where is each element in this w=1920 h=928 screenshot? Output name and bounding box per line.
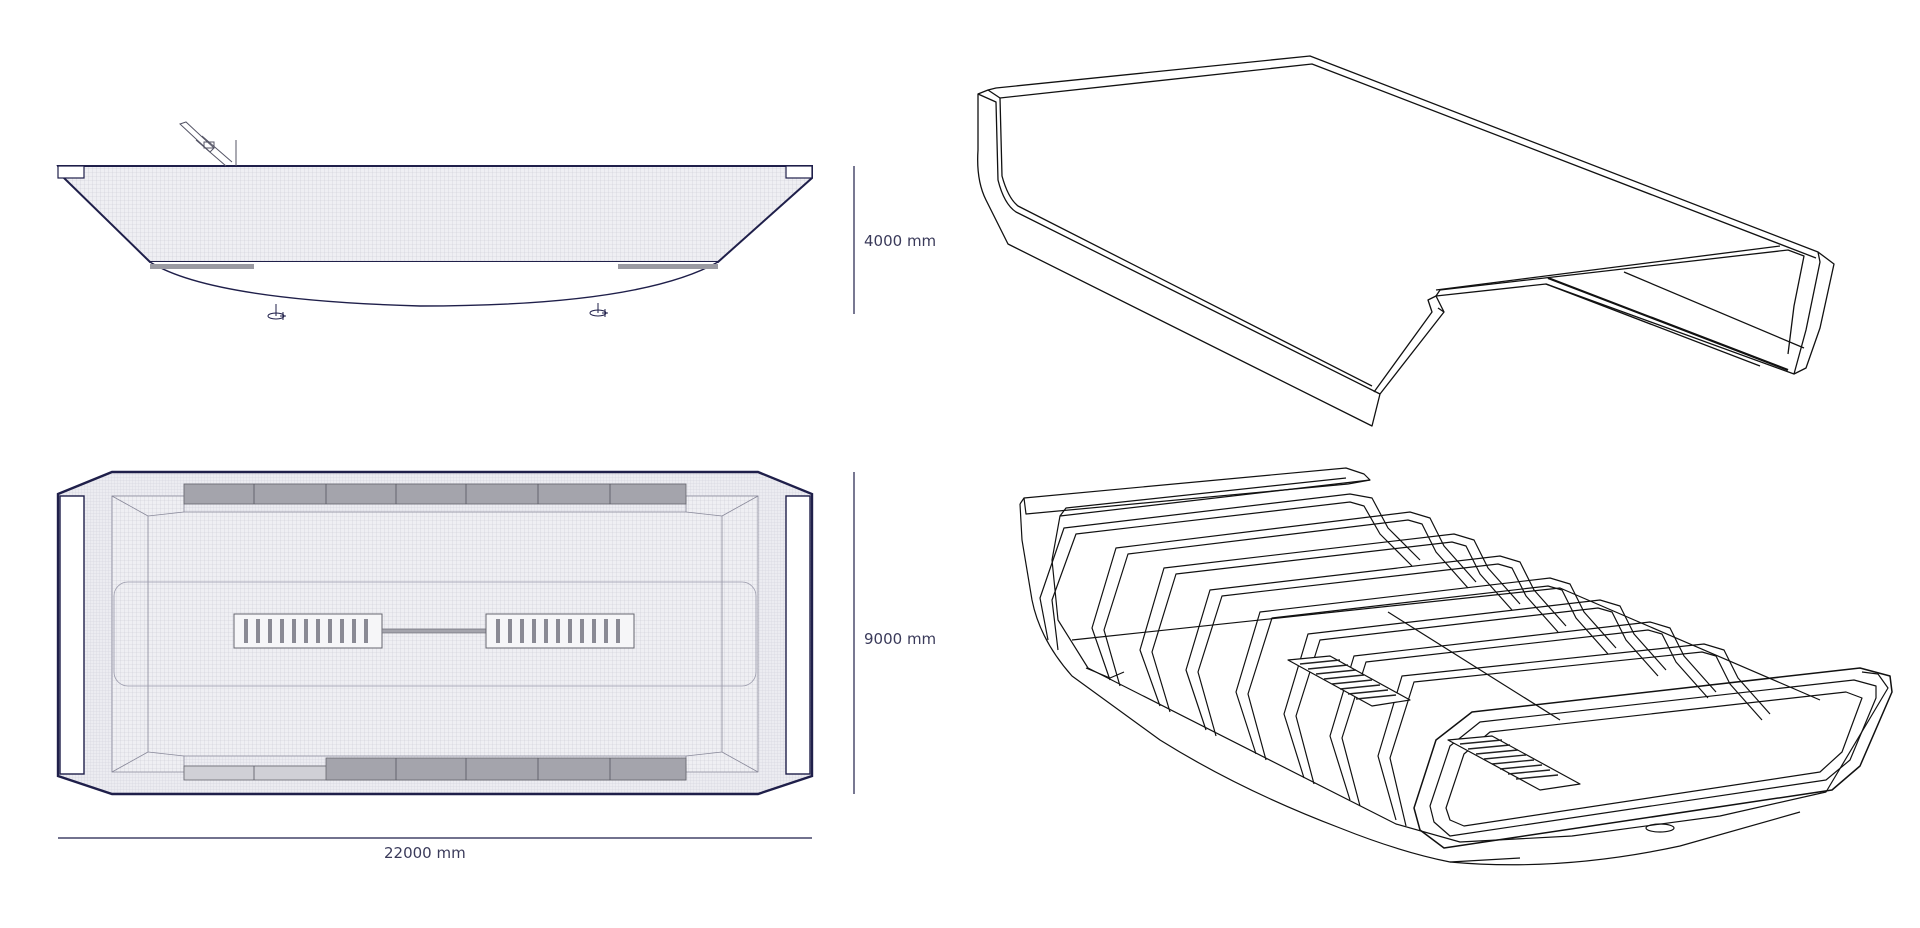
plan-end-bay-right (785, 495, 811, 775)
plan-vent-right (485, 613, 635, 649)
plan-end-bay-left (59, 495, 85, 775)
plan-top-panels (183, 483, 687, 505)
iso-frame (1019, 467, 1893, 866)
iso-frame-ribs (1039, 493, 1771, 827)
plan-bottom-panels (183, 757, 687, 781)
plan-inner-deck (111, 495, 759, 773)
height-dimension-label: 4000 mm (864, 232, 936, 250)
side-leg-right (589, 303, 608, 317)
side-cap-right (785, 165, 813, 179)
side-keel-curve (149, 261, 719, 307)
side-leg-left (267, 304, 286, 320)
side-crane-arm (179, 121, 237, 167)
iso-frame-pad (1645, 823, 1675, 833)
length-dimension-label: 22000 mm (384, 844, 466, 862)
iso-shell-outer (977, 55, 1835, 427)
iso-frame-vents (1287, 655, 1581, 791)
side-cap-left (57, 165, 85, 179)
plan-vent-left (233, 613, 383, 649)
side-hull-body (56, 165, 813, 263)
plan-center-bar (381, 628, 487, 634)
width-dimension-label: 9000 mm (864, 630, 936, 648)
side-strip-left (150, 264, 254, 269)
iso-frame-front-ring (1413, 667, 1893, 849)
side-elevation: 4000 mm (56, 121, 936, 320)
plan-view: 9000 mm 22000 mm (56, 470, 936, 862)
plan-corner-lines (111, 495, 759, 773)
plan-inner-frame (113, 581, 757, 687)
iso-frame-hull (1019, 467, 1889, 843)
side-strip-right (618, 264, 718, 269)
iso-shell (977, 55, 1835, 427)
